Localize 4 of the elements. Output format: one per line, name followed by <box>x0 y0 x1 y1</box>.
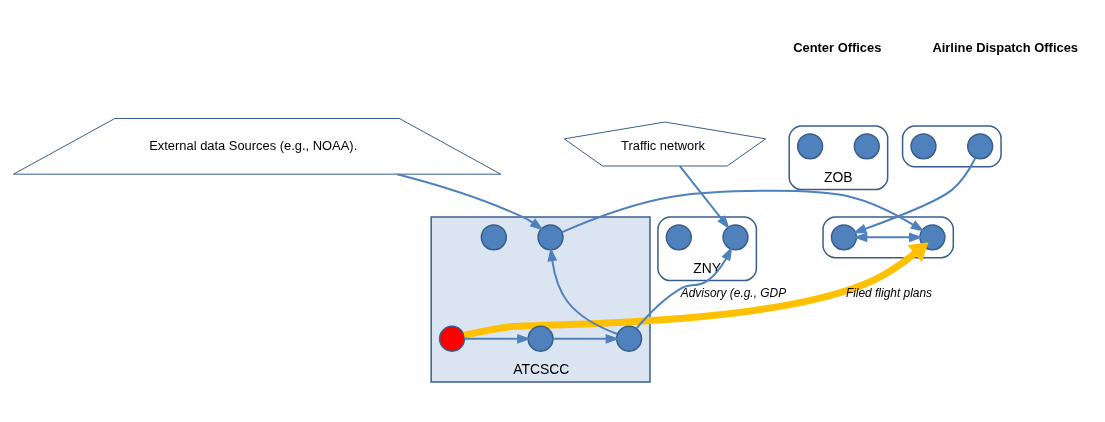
label: Airline Dispatch Offices <box>932 40 1079 56</box>
label: Center Offices <box>793 40 882 56</box>
edge-label: Advisory (e.g., GDP <box>680 286 787 301</box>
edge-label: Filed flight plans <box>845 286 933 301</box>
